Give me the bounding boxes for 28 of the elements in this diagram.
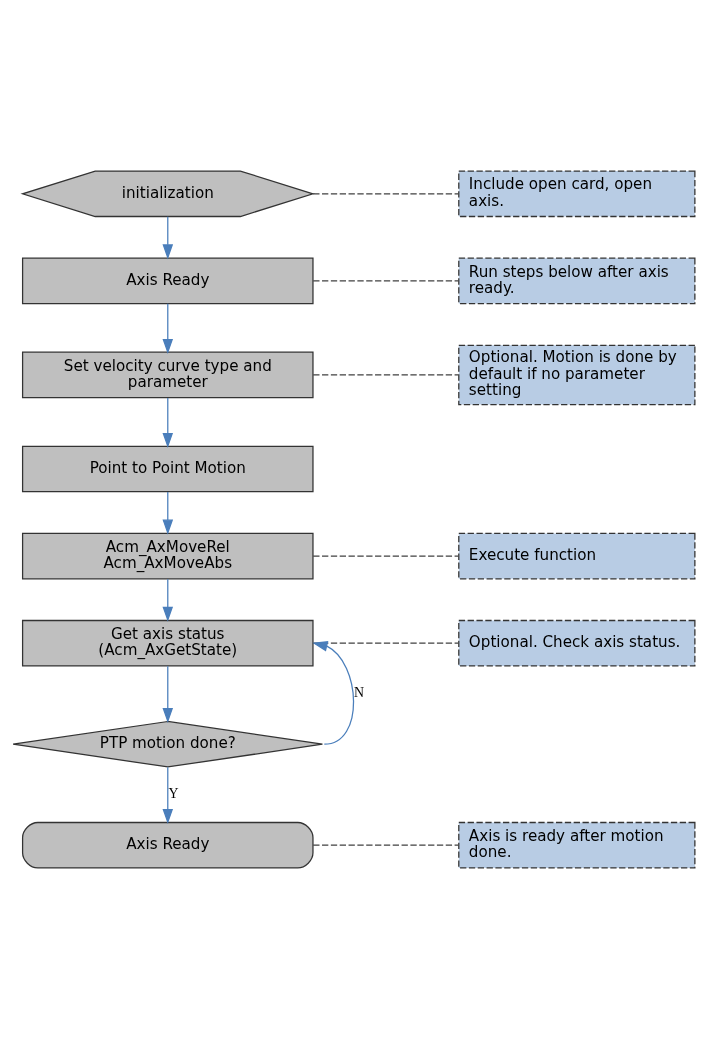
- arrow: [162, 216, 174, 260]
- connector: [312, 844, 460, 846]
- arrow: [162, 578, 174, 622]
- node-box: Run steps below after axis ready.: [458, 257, 696, 305]
- edge-label: N: [354, 685, 365, 701]
- node-box: Optional. Check axis status.: [458, 619, 696, 667]
- node-box: Axis is ready after motion done.: [458, 821, 696, 869]
- node-box: Acm_AxMoveRel Acm_AxMoveAbs: [21, 532, 314, 580]
- arrow: [162, 303, 174, 355]
- node-box: Set velocity curve type and parameter: [21, 351, 314, 399]
- connector: [312, 280, 460, 282]
- node-box: Point to Point Motion: [21, 445, 314, 493]
- arrow: [162, 665, 174, 724]
- edge-label: Y: [168, 786, 179, 802]
- node-box: Axis Ready: [21, 821, 314, 869]
- connector: [312, 555, 460, 557]
- arrow: [312, 641, 355, 745]
- arrow: [162, 491, 174, 535]
- arrow: [162, 766, 174, 825]
- node-diamond: PTP motion done?: [12, 720, 324, 768]
- connector: [312, 193, 460, 195]
- node-box: Get axis status (Acm_AxGetState): [21, 619, 314, 667]
- node-box: Axis Ready: [21, 257, 314, 305]
- arrow: [162, 397, 174, 449]
- node-box: Optional. Motion is done by default if no parameter setting: [458, 344, 696, 406]
- node-box: Include open card, open axis.: [458, 170, 696, 218]
- connector: [312, 374, 460, 376]
- node-box: Execute function: [458, 532, 696, 580]
